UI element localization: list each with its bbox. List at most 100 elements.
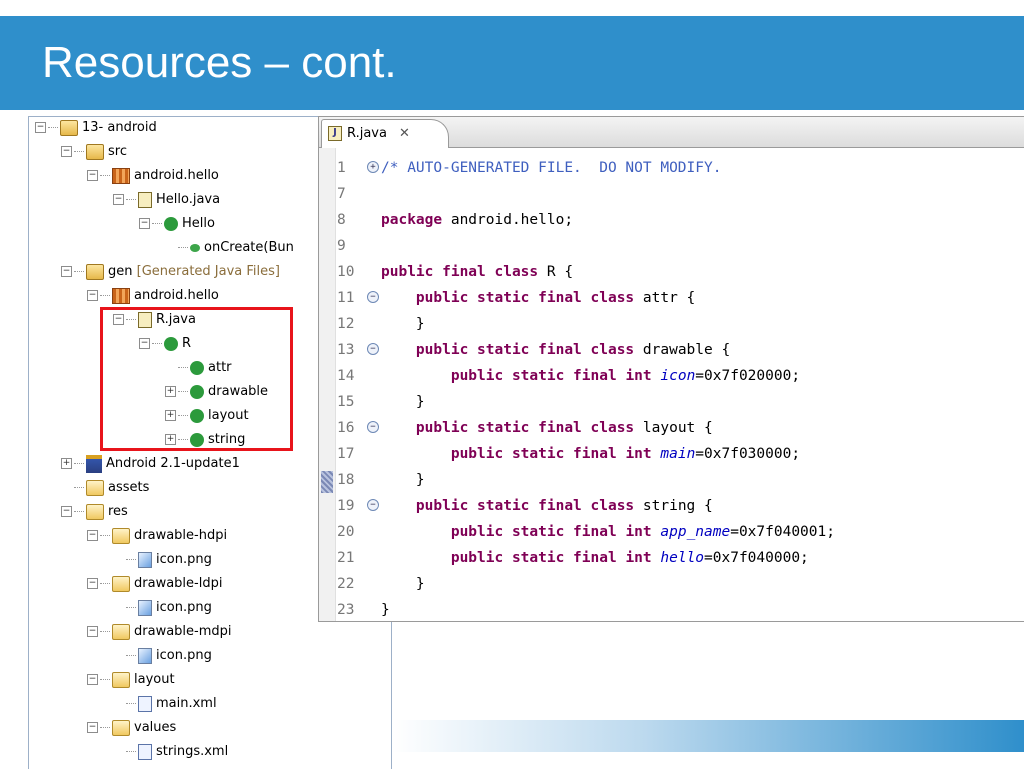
tree-node[interactable]: −drawable-ldpi xyxy=(87,573,222,595)
collapse-icon[interactable]: − xyxy=(87,530,98,541)
collapse-icon[interactable]: − xyxy=(87,290,98,301)
tree-node[interactable]: −layout xyxy=(87,669,175,691)
tree-node[interactable]: −android.hello xyxy=(87,285,219,307)
code-line[interactable]: 14 public static final int icon=0x7f0200… xyxy=(319,363,1019,389)
tree-node-label: string xyxy=(208,432,246,447)
tree-node[interactable]: assets xyxy=(61,477,149,499)
keyword-token: public static final class xyxy=(415,420,635,436)
code-line[interactable]: 17 public static final int main=0x7f0300… xyxy=(319,441,1019,467)
tree-node-label: layout xyxy=(208,408,249,423)
code-line[interactable]: 11− public static final class attr { xyxy=(319,285,1019,311)
code-text: } xyxy=(381,571,425,597)
static-final-class-icon xyxy=(190,384,204,399)
collapse-icon[interactable]: − xyxy=(61,506,72,517)
tree-node[interactable]: icon.png xyxy=(113,597,212,619)
tree-node[interactable]: −R.java xyxy=(113,309,196,331)
tree-connector xyxy=(74,271,84,272)
collapse-icon[interactable]: − xyxy=(87,578,98,589)
code-text: public static final class drawable { xyxy=(381,337,730,363)
tree-node[interactable]: −gen [Generated Java Files] xyxy=(61,261,280,283)
line-number: 20 xyxy=(337,524,355,540)
code-line[interactable]: 16− public static final class layout { xyxy=(319,415,1019,441)
tree-node[interactable]: −values xyxy=(87,717,176,739)
tree-connector xyxy=(100,727,110,728)
collapse-icon[interactable]: − xyxy=(87,722,98,733)
code-token: } xyxy=(381,394,425,410)
tree-node[interactable]: −Hello xyxy=(139,213,215,235)
tree-connector xyxy=(74,487,84,488)
collapse-icon[interactable]: − xyxy=(61,146,72,157)
code-line[interactable]: 21 public static final int hello=0x7f040… xyxy=(319,545,1019,571)
collapse-icon[interactable]: − xyxy=(113,194,124,205)
tree-node[interactable]: −Hello.java xyxy=(113,189,220,211)
tree-node[interactable]: icon.png xyxy=(113,549,212,571)
tree-node[interactable]: −android.hello xyxy=(87,165,219,187)
code-line[interactable]: 19− public static final class string { xyxy=(319,493,1019,519)
collapse-fold-icon[interactable]: − xyxy=(367,291,379,303)
collapse-icon[interactable]: − xyxy=(61,266,72,277)
png-file-icon xyxy=(138,647,152,664)
tree-node-label: Android 2.1-update1 xyxy=(106,456,240,471)
png-file-icon xyxy=(138,599,152,616)
code-token xyxy=(381,446,451,462)
code-line[interactable]: 15 } xyxy=(319,389,1019,415)
tree-node-label: gen xyxy=(108,264,133,279)
collapse-icon[interactable]: − xyxy=(139,338,150,349)
code-line[interactable]: 7 xyxy=(319,181,1019,207)
collapse-fold-icon[interactable]: − xyxy=(367,421,379,433)
tree-connector xyxy=(178,391,188,392)
package-icon xyxy=(112,167,130,184)
tree-node[interactable]: − res xyxy=(61,501,128,523)
tree-node-label: res xyxy=(108,504,128,519)
tree-node[interactable]: main.xml xyxy=(113,693,217,715)
tree-node[interactable]: −drawable-hdpi xyxy=(87,525,227,547)
tree-connector xyxy=(178,247,188,248)
tree-node[interactable]: attr xyxy=(165,357,232,379)
tree-connector xyxy=(100,631,110,632)
code-token: =0x7f040001; xyxy=(730,524,835,540)
code-line[interactable]: 13− public static final class drawable { xyxy=(319,337,1019,363)
folder-icon xyxy=(86,503,104,520)
close-icon[interactable]: ✕ xyxy=(398,126,410,141)
tree-node[interactable]: + string xyxy=(165,429,245,451)
collapse-icon[interactable]: − xyxy=(113,314,124,325)
code-token: R { xyxy=(538,264,574,280)
tree-node[interactable]: + Android 2.1-update1 xyxy=(61,453,240,475)
tree-node[interactable]: −drawable-mdpi xyxy=(87,621,232,643)
expand-icon[interactable]: + xyxy=(165,434,176,445)
tree-node[interactable]: + layout xyxy=(165,405,249,427)
code-line[interactable]: 12 } xyxy=(319,311,1019,337)
expand-icon[interactable]: + xyxy=(165,386,176,397)
tree-node[interactable]: −src xyxy=(61,141,127,163)
tree-node[interactable]: −R xyxy=(139,333,191,355)
tree-node-label: main.xml xyxy=(156,696,217,711)
tree-node[interactable]: −13- android xyxy=(35,117,157,139)
expand-icon[interactable]: + xyxy=(61,458,72,469)
code-line[interactable]: 1+/* AUTO-GENERATED FILE. DO NOT MODIFY. xyxy=(319,155,1019,181)
code-line[interactable]: 20 public static final int app_name=0x7f… xyxy=(319,519,1019,545)
code-line[interactable]: 9 xyxy=(319,233,1019,259)
tree-node[interactable]: strings.xml xyxy=(113,741,228,763)
code-line[interactable]: 23} xyxy=(319,597,1019,621)
collapse-icon[interactable]: − xyxy=(139,218,150,229)
expand-icon[interactable]: + xyxy=(165,410,176,421)
code-line[interactable]: 22 } xyxy=(319,571,1019,597)
expand-fold-icon[interactable]: + xyxy=(367,161,379,173)
collapse-fold-icon[interactable]: − xyxy=(367,343,379,355)
code-text: } xyxy=(381,467,425,493)
collapse-icon[interactable]: − xyxy=(87,170,98,181)
tree-node[interactable]: icon.png xyxy=(113,645,212,667)
collapse-icon[interactable]: − xyxy=(87,626,98,637)
collapse-icon[interactable]: − xyxy=(35,122,46,133)
code-line[interactable]: 18 } xyxy=(319,467,1019,493)
xml-file-icon xyxy=(138,743,152,760)
tree-node[interactable]: onCreate(Bun xyxy=(165,237,294,259)
collapse-fold-icon[interactable]: − xyxy=(367,499,379,511)
collapse-icon[interactable]: − xyxy=(87,674,98,685)
tree-node[interactable]: +drawable xyxy=(165,381,268,403)
field-token: main xyxy=(660,446,696,462)
